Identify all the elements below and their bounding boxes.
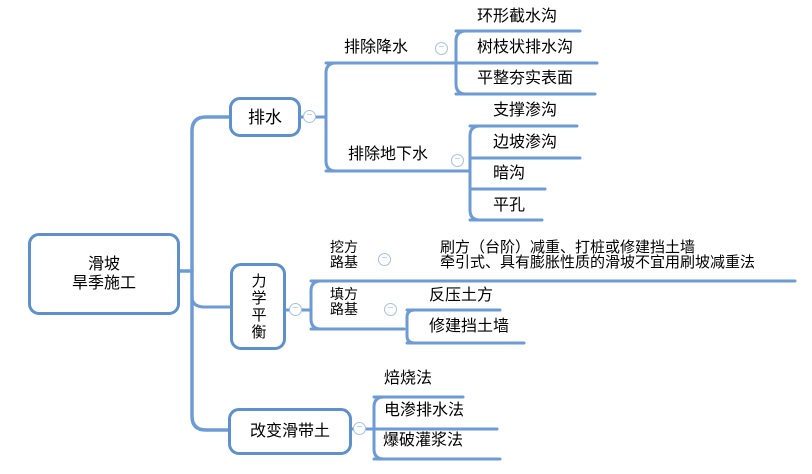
topic-electroosmosis-drainage[interactable]: 电渗排水法 [384,402,465,419]
topic-fill-subgrade-line2: 路基 [330,301,358,317]
root-topic[interactable]: 滑坡 旱季施工 [28,233,180,315]
minus-icon: − [381,253,388,264]
topic-flatten-compact-surface[interactable]: 平整夯实表面 [477,70,574,87]
minus-icon: − [356,422,363,433]
topic-fill-subgrade[interactable]: 填方 路基 [330,287,358,317]
collapse-toggle-fill-subgrade[interactable]: − [384,303,397,316]
minus-icon: − [306,110,313,121]
collapse-toggle-drainage[interactable]: − [303,110,316,123]
drainage-children-bracket [324,61,338,173]
collapse-toggle-remove-precipitation[interactable]: − [435,42,448,55]
topic-drainage[interactable]: 排水 [229,97,301,137]
root-topic-line1: 滑坡 [87,256,120,273]
remove-groundwater-children-bracket [468,124,482,222]
topic-cut-subgrade[interactable]: 挖方 路基 [330,240,358,270]
topic-cut-subgrade-line1: 挖方 [330,239,358,255]
topic-cut-methods-line2: 牵引式、具有膨胀性质的滑坡不宜用刷坡减重法 [440,254,756,271]
collapse-toggle-cut-subgrade[interactable]: − [378,253,391,266]
collapse-toggle-mechanical-balance[interactable]: − [289,303,302,316]
collapse-toggle-remove-groundwater[interactable]: − [451,154,464,167]
collapse-toggle-change-slip-soil[interactable]: − [353,422,366,435]
topic-drainage-label: 排水 [248,107,282,127]
topic-build-retaining-wall[interactable]: 修建挡土墙 [429,318,510,335]
topic-ring-intercepting-ditch[interactable]: 环形截水沟 [477,8,558,25]
topic-horizontal-hole[interactable]: 平孔 [493,197,526,214]
topic-roasting-method[interactable]: 焙烧法 [384,370,433,387]
mechanical-balance-children-bracket [309,279,323,331]
topic-cut-subgrade-line2: 路基 [330,254,358,270]
trunk-line [190,115,231,432]
mechanical-balance-connector [190,295,231,309]
topic-remove-groundwater[interactable]: 排除地下水 [348,146,429,163]
topic-cut-methods-line1: 刷方（台阶）减重、打桩或修建挡土墙 [440,239,696,256]
topic-blast-grouting-method[interactable]: 爆破灌浆法 [383,432,464,449]
fill-subgrade-children-bracket [405,308,417,345]
topic-blind-ditch[interactable]: 暗沟 [493,165,526,182]
minus-icon: − [454,154,461,165]
topic-mechanical-balance-label: 力学平衡 [249,272,267,341]
minus-icon: − [438,42,445,53]
minus-icon: − [387,303,394,314]
minus-icon: − [292,303,299,314]
topic-change-slip-soil-label: 改变滑带土 [249,423,330,440]
topic-change-slip-soil[interactable]: 改变滑带土 [228,408,352,455]
topic-support-seepage-ditch[interactable]: 支撑渗沟 [493,102,558,119]
root-topic-line2: 旱季施工 [71,275,136,292]
topic-counter-pressure-earth[interactable]: 反压土方 [429,287,494,304]
topic-slope-seepage-ditch[interactable]: 边坡渗沟 [493,134,558,151]
topic-fill-subgrade-line1: 填方 [330,286,358,302]
topic-mechanical-balance[interactable]: 力学平衡 [230,263,286,350]
topic-cut-methods[interactable]: 刷方（台阶）减重、打桩或修建挡土墙 牵引式、具有膨胀性质的滑坡不宜用刷坡减重法 [440,240,755,270]
topic-branch-drain-ditch[interactable]: 树枝状排水沟 [477,39,574,56]
topic-remove-precipitation[interactable]: 排除降水 [344,39,409,56]
